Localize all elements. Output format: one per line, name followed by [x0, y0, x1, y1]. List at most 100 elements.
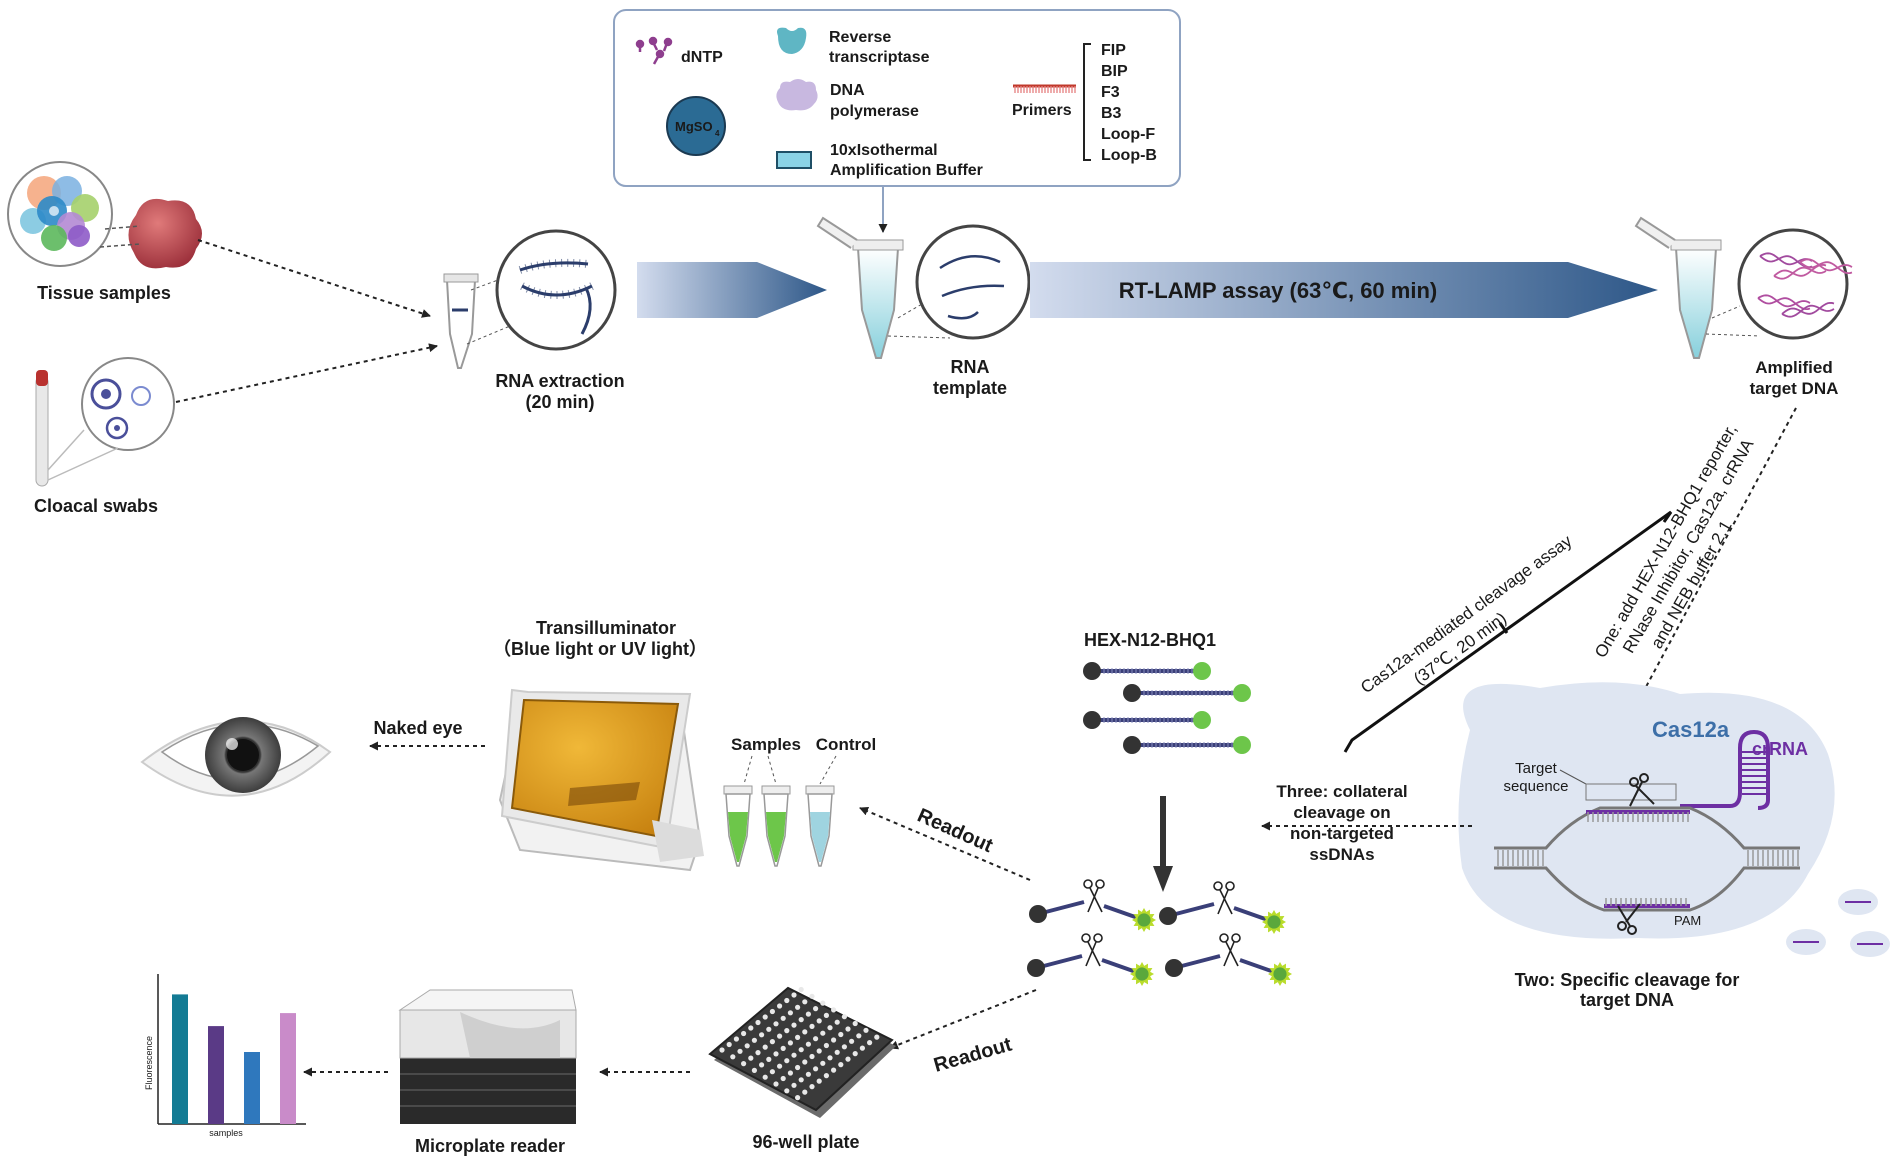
primer-item: B3 [1101, 105, 1122, 122]
amplified-to-cas12a-arrow [1639, 407, 1797, 699]
buffer-label-1: 10xIsothermal [830, 142, 938, 159]
template-zoom-line [887, 335, 951, 339]
reagent-box: dNTP Reverse transcriptase MgSO 4 DNA po… [613, 9, 1181, 187]
readout-tube-icon [761, 785, 791, 867]
chart-y-label: Fluorescence [144, 1036, 154, 1090]
chart-bar [244, 1052, 260, 1124]
samples-label: Samples [731, 735, 801, 754]
step-three-label-3: non-targeted [1290, 824, 1394, 843]
step-three-label-2: cleavage on [1293, 803, 1390, 822]
swab-to-extraction-arrow [175, 343, 438, 403]
cleaved-reporter [1029, 879, 1156, 932]
chart-bar [172, 994, 188, 1124]
chart-x-label: samples [209, 1128, 243, 1138]
transilluminator-icon [498, 688, 704, 872]
primer-item: BIP [1101, 63, 1128, 80]
primer-item: Loop-B [1101, 147, 1157, 164]
microplate-reader-icon [398, 989, 577, 1124]
control-pointer [819, 755, 837, 785]
cleaved-reporter [1027, 933, 1154, 986]
pam-label: PAM [1674, 913, 1701, 928]
svg-text:RNase Inhibitor, Cas12a, crRNA: RNase Inhibitor, Cas12a, crRNA [1619, 435, 1758, 656]
reporter-probe [1123, 736, 1251, 754]
rna-extraction-label-1: RNA extraction [495, 371, 624, 391]
cas12a-assay-bracket [1343, 510, 1673, 753]
96-well-plate-label: 96-well plate [752, 1132, 859, 1152]
dntp-label: dNTP [681, 49, 723, 66]
transfer-arrow [637, 262, 827, 318]
scissors-icon [1083, 879, 1105, 913]
tissue-cells-icon [7, 161, 113, 267]
cleaved-reporter [1159, 881, 1286, 934]
eye-icon [140, 717, 332, 797]
microplate-reader-label: Microplate reader [415, 1136, 565, 1156]
tissue-to-extraction-arrow [197, 239, 431, 318]
target-sequence-label-2: sequence [1503, 778, 1568, 795]
scissors-icon [1213, 881, 1235, 915]
primer-item: FIP [1101, 42, 1126, 59]
crrna-hairpin [1680, 729, 1770, 810]
cas12a-panel: Cas12a crRNA Target sequence PAM [1458, 682, 1835, 939]
reporter-probe [1083, 711, 1211, 729]
samples-pointer [767, 755, 777, 785]
reporter-probes [1083, 662, 1251, 754]
reverse-transcriptase-icon [777, 27, 807, 54]
scissors-icon [1617, 903, 1641, 935]
primers-bracket [1083, 43, 1091, 161]
rna-template-label-2: template [933, 378, 1007, 398]
primers-label: Primers [1012, 102, 1072, 119]
primer-item: Loop-F [1101, 126, 1155, 143]
readout-upper-arrow [859, 806, 1031, 881]
readout-lower-arrow [889, 989, 1037, 1050]
rna-zoom-line [466, 325, 511, 345]
dna-polymerase-label-2: polymerase [830, 103, 919, 120]
down-arrow [1153, 796, 1173, 892]
chart-bar [208, 1026, 224, 1124]
dna-polymerase-icon [776, 79, 818, 111]
dna-top-strand [1494, 806, 1800, 850]
fluorescence-bar-chart: Fluorescence samples [144, 974, 306, 1138]
tissue-samples-label: Tissue samples [37, 283, 171, 303]
amplified-label-1: Amplified [1755, 358, 1832, 377]
svg-text:Fluorescence: Fluorescence [144, 1036, 154, 1090]
step-one-text: One: add HEX-N12-BHQ1 reporter, RNase In… [1591, 421, 1758, 661]
svg-text:Readout: Readout [931, 1034, 1014, 1077]
reverse-transcriptase-label-2: transcriptase [829, 49, 930, 66]
rna-template-tube-icon [816, 216, 904, 359]
rt-lamp-arrow [1030, 262, 1658, 318]
tissue-sample-icon [128, 198, 202, 269]
readout-tube-icon [805, 785, 835, 867]
reporter-probe [1083, 662, 1211, 680]
crrna-label: crRNA [1752, 739, 1808, 759]
virus-zoom-icon [81, 357, 175, 451]
readout-tube-icon [723, 785, 753, 867]
swab-icon [35, 370, 49, 487]
readout-lower-text: Readout [931, 1034, 1014, 1077]
target-pointer [1559, 769, 1587, 785]
naked-eye-label: Naked eye [373, 718, 462, 738]
rt-lamp-label: RT-LAMP assay (63℃, 60 min) [1119, 278, 1437, 303]
step-two-label-2: target DNA [1580, 990, 1674, 1010]
cloacal-swabs-label: Cloacal swabs [34, 496, 158, 516]
rna-extraction-label-2: (20 min) [525, 392, 594, 412]
96-well-plate-icon [708, 986, 896, 1118]
step-two-label-1: Two: Specific cleavage for [1515, 970, 1740, 990]
dntp-icon [635, 36, 673, 65]
template-zoom-line [897, 303, 923, 319]
buffer-icon [776, 151, 812, 169]
control-label: Control [816, 735, 876, 754]
tissue-zoom-line [104, 225, 141, 230]
rna-template-label-1: RNA [951, 357, 990, 377]
bracket-tick [1498, 622, 1509, 634]
buffer-label-2: Amplification Buffer [830, 162, 983, 179]
scissors-icon [1629, 773, 1655, 807]
mgso4-icon [666, 96, 726, 156]
svg-text:Cas12a-mediated cleavage assay: Cas12a-mediated cleavage assay [1357, 531, 1576, 697]
rna-zoom-line [470, 279, 499, 291]
swab-zoom-line [47, 447, 119, 481]
cas12a-complex-icon [1786, 889, 1890, 957]
amplified-zoom-line [1705, 333, 1761, 337]
extraction-tube-icon [443, 273, 479, 369]
